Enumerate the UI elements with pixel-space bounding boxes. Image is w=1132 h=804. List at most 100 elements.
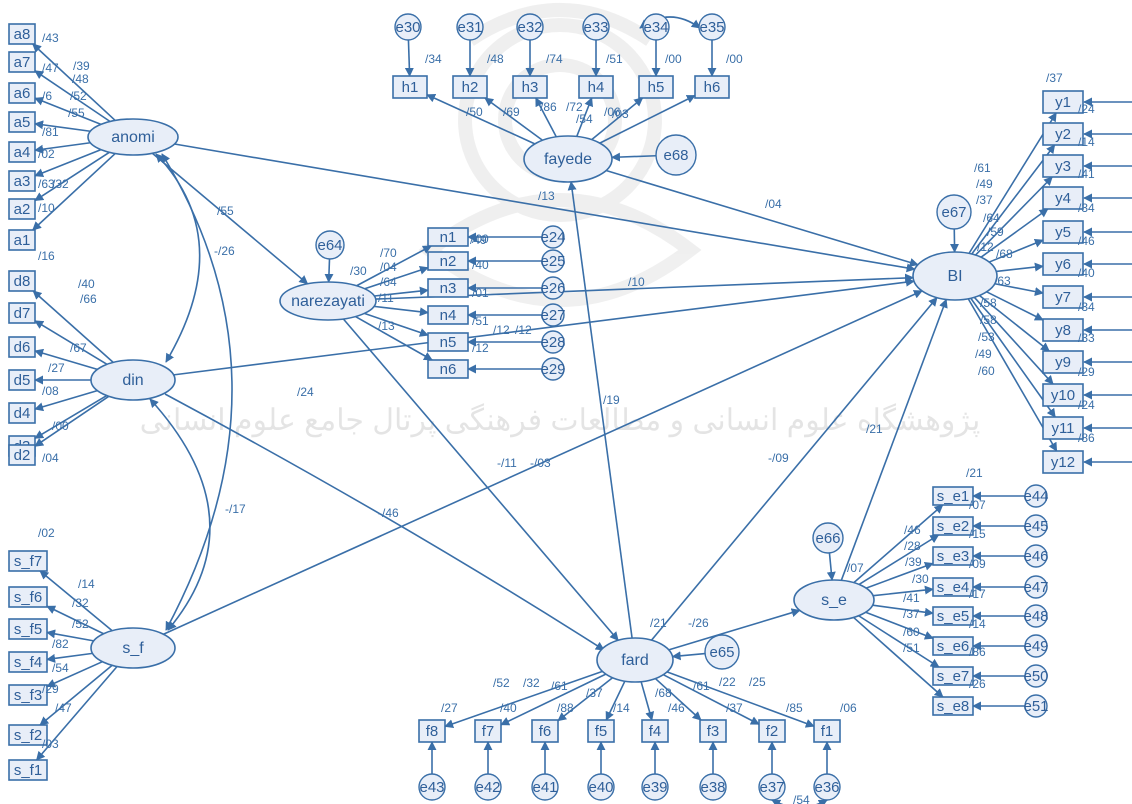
indicator-f1: f1	[813, 719, 841, 743]
error-label: e39	[642, 779, 667, 796]
latent-BI: BI	[912, 251, 998, 301]
weight-label: /01	[472, 286, 489, 300]
weight-label: /29	[42, 682, 59, 696]
weight-label: /04	[42, 451, 59, 465]
weight-label: /07	[847, 561, 864, 575]
indicator-label: d4	[14, 405, 31, 422]
error-e27: e27	[540, 303, 566, 327]
weight-label: /11	[378, 291, 394, 305]
weight-label: /47	[42, 61, 59, 75]
weight-label: /70	[380, 246, 397, 260]
indicator-label: a2	[14, 201, 31, 218]
indicator-y5: y5	[1042, 220, 1084, 244]
edges	[32, 16, 1132, 804]
indicator-s-e1: s_e1	[932, 486, 974, 506]
loading-arrow	[355, 315, 433, 361]
loading-arrow	[978, 294, 1050, 352]
indicator-a2: a2	[8, 198, 36, 220]
latent-label: s_e	[821, 592, 847, 609]
watermark-text: پژوهشگاه علوم انسانی و مطالعات فرهنگی پر…	[140, 403, 981, 438]
error-label: e37	[759, 779, 784, 796]
weight-label: /40	[472, 258, 489, 272]
error-e29: e29	[540, 357, 566, 381]
weight-label: /50	[466, 105, 483, 119]
weight-label: /10	[628, 275, 645, 289]
weight-label: /41	[1078, 167, 1095, 181]
weight-label: /12	[977, 240, 994, 254]
weight-label: -/11	[497, 456, 517, 470]
indicator-label: s_f6	[14, 589, 42, 606]
weight-label: /52	[70, 89, 87, 103]
error-e67: e67	[936, 194, 972, 230]
indicator-f6: f6	[531, 719, 559, 743]
error-e35: e35	[698, 13, 726, 41]
weight-label: /63	[994, 274, 1011, 288]
loading-arrow	[970, 297, 1056, 418]
indicator-n4: n4	[427, 305, 469, 325]
weight-label: /12	[515, 323, 532, 337]
indicator-f8: f8	[418, 719, 446, 743]
weight-label: /55	[68, 106, 85, 120]
weight-label: /54	[793, 793, 810, 804]
latent-label: fard	[621, 652, 649, 669]
weight-label: /41	[903, 591, 920, 605]
weight-label: /07	[969, 498, 986, 512]
error-e34: e34	[642, 13, 670, 41]
weight-label: /33	[1078, 331, 1095, 345]
indicator-label: f6	[539, 723, 552, 740]
error-label: e67	[941, 204, 966, 221]
weight-label: -/46	[378, 506, 399, 520]
path-fayede-bi	[605, 169, 919, 267]
weight-label: /88	[557, 701, 574, 715]
weight-label: /49	[976, 177, 993, 191]
weight-label: /12	[472, 341, 489, 355]
indicator-h5: h5	[638, 75, 674, 99]
indicator-label: s_e1	[937, 488, 970, 505]
loading-arrow	[971, 144, 1056, 255]
latent-s-f: s_f	[90, 627, 176, 669]
error-label: e68	[663, 147, 688, 164]
weight-label: /53	[978, 330, 995, 344]
weight-label: /48	[487, 52, 504, 66]
indicator-a8: a8	[8, 23, 36, 45]
cov-anomi-sf	[161, 153, 233, 631]
indicator-label: y6	[1055, 256, 1071, 273]
indicator-a1: a1	[8, 229, 36, 251]
error-e45: e45	[1023, 514, 1049, 538]
indicator-y3: y3	[1042, 154, 1084, 178]
path-sf-bi	[163, 290, 923, 635]
indicator-label: f2	[766, 723, 779, 740]
indicator-label: h5	[648, 79, 665, 96]
weight-label: /16	[38, 249, 55, 263]
loading-arrow	[32, 152, 116, 231]
latent-fard: fard	[596, 637, 674, 683]
indicator-f3: f3	[699, 719, 727, 743]
indicator-label: d7	[14, 305, 31, 322]
weight-label: /24	[1078, 102, 1095, 116]
weight-label: /40	[500, 701, 517, 715]
indicator-s-e5: s_e5	[932, 606, 974, 626]
weight-label: /49	[470, 233, 487, 247]
cov-din-sf	[149, 398, 211, 631]
error-label: e34	[643, 19, 668, 36]
weight-label: /32	[52, 177, 69, 191]
indicator-h4: h4	[578, 75, 614, 99]
weight-label: /09	[969, 557, 986, 571]
error-e38: e38	[699, 773, 727, 801]
error-e50: e50	[1023, 664, 1049, 688]
indicator-label: s_e5	[937, 608, 970, 625]
indicator-f2: f2	[758, 719, 786, 743]
indicator-f4: f4	[641, 719, 669, 743]
weight-label: /46	[904, 523, 921, 537]
cov-anomi-din	[155, 153, 201, 363]
error-e25: e25	[540, 249, 566, 273]
indicator-n6: n6	[427, 359, 469, 379]
error-label: e49	[1023, 638, 1048, 655]
weight-label: /27	[441, 701, 458, 715]
loading-arrow	[374, 286, 429, 297]
weight-label: /74	[546, 52, 563, 66]
error-label: e45	[1023, 518, 1048, 535]
indicator-y10: y10	[1042, 383, 1084, 407]
error-label: e51	[1023, 698, 1048, 715]
error-e68: e68	[655, 134, 697, 176]
